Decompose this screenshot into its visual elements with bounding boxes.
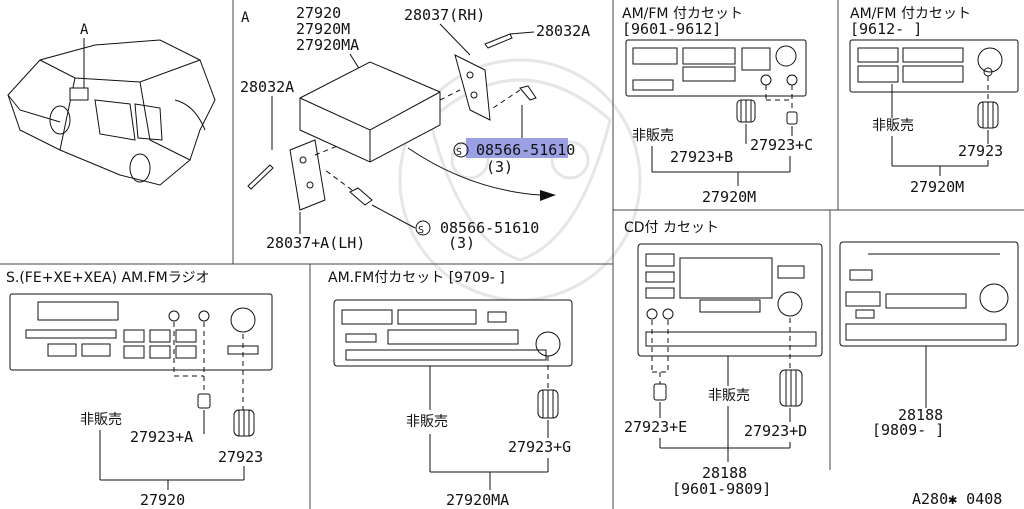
unit-part-27920: 27920: [296, 4, 341, 22]
cassette2-knob: 27923: [958, 142, 1003, 160]
bracket-rh-label: 28037(RH): [404, 6, 485, 24]
s-mark-lower: S: [418, 225, 424, 236]
cd-knob-e: 27923+E: [624, 418, 687, 436]
car-label-a: A: [80, 22, 89, 38]
cd2-part: 28188: [898, 406, 943, 424]
cassette1-period: [9601-9612]: [622, 20, 721, 38]
bolt-upper-code: 08566-51610: [476, 141, 575, 159]
s-mark-upper: S: [456, 147, 462, 158]
cd-cassette-2: 28188 [9809- ]: [839, 241, 1019, 439]
radio-title: S.(FE+XE+XEA) AM.FMラジオ: [6, 270, 209, 286]
amfm-cassette-2: AM/FM 付カセット [9612- ] 非販売 27923 27920M: [849, 6, 1019, 196]
cd-knob-d: 27923+D: [744, 422, 807, 440]
bolt-lower-qty: (3): [448, 234, 475, 252]
radio-knob-a: 27923+A: [130, 428, 193, 446]
unit-part-27920M: 27920M: [296, 20, 350, 38]
highlighted-part-code: [466, 138, 568, 158]
radio-not-sold: 非販売: [80, 412, 122, 428]
cassette3-not-sold: 非販売: [406, 414, 448, 430]
bracket-lh-label: 28037+A(LH): [266, 234, 365, 252]
cd-part: 28188: [702, 464, 747, 482]
unit-part-27920MA: 27920MA: [296, 36, 359, 54]
main-panel-label: A: [241, 10, 250, 26]
cassette2-part: 27920M: [910, 178, 964, 196]
bolt-upper-qty: (3): [486, 158, 513, 176]
cd-cassette: CD付 カセット 非販売 27923+E 27923+D 28188 [9601: [624, 220, 823, 498]
cd2-period: [9809- ]: [872, 421, 944, 439]
amfm-radio: S.(FE+XE+XEA) AM.FMラジオ 非販売 27923+A 27923: [6, 270, 273, 509]
cassette1-part: 27920M: [702, 188, 756, 206]
cassette1-knob-c: 27923+C: [750, 136, 813, 154]
reference-code: A280✱ 0408: [912, 490, 1002, 508]
cassette2-not-sold: 非販売: [872, 118, 914, 134]
cd-period: [9601-9809]: [672, 480, 771, 498]
radio-knob: 27923: [218, 448, 263, 466]
main-assembly: A 27920 27920M 27920MA 28037(RH) 28032A …: [240, 4, 590, 252]
cassette1-knob-b: 27923+B: [670, 148, 733, 166]
cassette2-title: AM/FM 付カセット: [850, 6, 971, 22]
amfm-cassette-3: AM.FM付カセット [9709- ] 非販売 27923+G 27920MA: [328, 270, 573, 509]
cassette3-knob-g: 27923+G: [508, 438, 571, 456]
car-illustration: A: [7, 22, 216, 186]
cd-title: CD付 カセット: [624, 220, 719, 236]
screw-left-label: 28032A: [240, 78, 294, 96]
cd-not-sold: 非販売: [708, 388, 750, 404]
cassette3-part: 27920MA: [446, 491, 509, 509]
amfm-cassette-1: AM/FM 付カセット [9601-9612] 非販売 27923+B 2792…: [622, 6, 813, 206]
screw-top-label: 28032A: [536, 22, 590, 40]
cassette2-period: [9612- ]: [850, 20, 922, 38]
cassette1-title: AM/FM 付カセット: [622, 6, 743, 22]
cassette3-title: AM.FM付カセット [9709- ]: [328, 270, 505, 286]
radio-part: 27920: [140, 491, 185, 509]
cassette1-not-sold: 非販売: [632, 128, 674, 144]
bolt-lower-code: 08566-51610: [440, 219, 539, 237]
